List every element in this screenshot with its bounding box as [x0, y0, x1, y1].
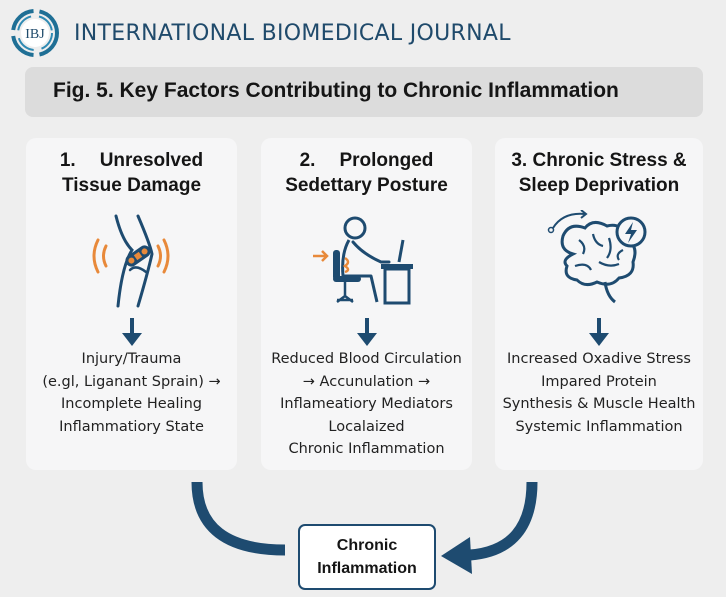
description-line: Injury/Trauma — [81, 351, 182, 367]
factor-description: Injury/Trauma (e.gl, Liganant Sprain) → … — [26, 348, 237, 438]
journal-name: INTERNATIONAL BIOMEDICAL JOURNAL — [74, 20, 511, 46]
arrowhead-icon — [441, 537, 472, 574]
description-line: Localaized — [328, 418, 405, 435]
factor-title-line1: Unresolved — [99, 150, 204, 171]
figure-title: Fig. 5. Key Factors Contributing to Chro… — [53, 79, 619, 102]
factor-description: Reduced Blood Circulation → Accunulation… — [261, 348, 472, 461]
figure-title-bar: Fig. 5. Key Factors Contributing to Chro… — [25, 67, 703, 117]
journal-logo-icon: IBJ — [11, 9, 59, 57]
down-arrow-icon — [121, 318, 142, 346]
factor-card-1: 1. Unresolved Tissue Damage Injury/Trauma… — [26, 138, 237, 470]
factor-title-line2: Sleep Deprivation — [518, 175, 680, 196]
factor-title: 2. Prolonged Sedettary Posture — [261, 148, 472, 198]
factor-description: Increased Oxadive Stress Impared Protein… — [495, 348, 703, 438]
outcome-line1: Chronic — [336, 537, 398, 554]
factor-title-line1: 3. Chronic Stress & — [495, 148, 703, 173]
factor-title-line2: Sedettary Posture — [285, 175, 448, 196]
injured-knee-icon — [92, 214, 169, 308]
factor-number: 3. — [511, 150, 528, 171]
factor-number: 1. — [59, 150, 76, 171]
down-arrow-icon — [356, 318, 377, 346]
factor-card-2: 2. Prolonged Sedettary Posture Reduced Bl… — [261, 138, 472, 470]
factor-number: 2. — [299, 150, 316, 171]
description-line: Incomplete Healing — [61, 396, 202, 412]
description-line: (e.gl, Liganant Sprain) → — [42, 373, 221, 390]
factor-title-line1: Prolonged — [339, 150, 434, 171]
stressed-brain-icon — [547, 210, 647, 304]
description-line: → Accunulation → — [302, 373, 431, 390]
description-line: Inflammatiory State — [59, 418, 204, 435]
journal-header: IBJ INTERNATIONAL BIOMEDICAL JOURNAL — [10, 8, 511, 58]
description-line: Increased Oxadive Stress — [507, 351, 691, 367]
description-line: Inflameatiory Mediators — [280, 396, 453, 412]
factor-title-line2: Tissue Damage — [61, 175, 202, 196]
factor-title: 3. Chronic Stress & Sleep Deprivation — [495, 148, 703, 198]
description-line: Systemic Inflammation — [515, 418, 683, 435]
factor-card-3: 3. Chronic Stress & Sleep Deprivation In… — [495, 138, 703, 470]
down-arrow-icon — [589, 318, 609, 346]
desk-worker-icon — [312, 216, 413, 305]
right-connector-arrow — [469, 481, 538, 561]
outcome-box: Chronic Inflammation — [298, 524, 436, 590]
factor-title: 1. Unresolved Tissue Damage — [26, 148, 237, 198]
outcome-line2: Inflammation — [317, 560, 417, 577]
logo-text: IBJ — [25, 27, 45, 42]
left-connector-arrow — [191, 481, 286, 556]
factor-title-text: Chronic Stress & — [532, 150, 687, 171]
description-line: Impared Protein — [541, 373, 657, 390]
description-line: Synthesis & Muscle Health — [502, 396, 696, 412]
description-line: Reduced Blood Circulation — [271, 351, 462, 367]
description-line: Chronic Inflammation — [288, 441, 445, 457]
